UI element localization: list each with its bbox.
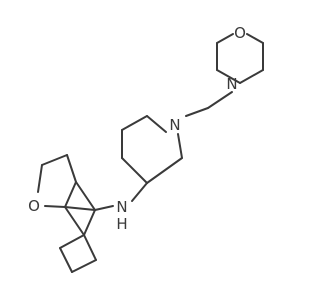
atom-label-n: N	[116, 198, 127, 216]
bond	[239, 69, 264, 84]
atom-label-o: O	[234, 24, 246, 42]
bond	[83, 234, 97, 261]
bond	[83, 209, 96, 236]
bond	[66, 154, 77, 183]
bond	[121, 157, 148, 184]
piperidine-ring	[121, 115, 183, 184]
bond	[246, 33, 264, 44]
bond	[75, 181, 96, 211]
atom-o-morpholine: O	[234, 24, 246, 42]
bond	[185, 107, 209, 117]
bond	[94, 205, 114, 211]
ethyl-linker	[185, 91, 233, 117]
atom-o-ring: O	[28, 197, 40, 215]
bond	[59, 247, 73, 273]
bond	[177, 133, 183, 159]
bond	[71, 259, 97, 273]
atom-n-morpholine: N	[226, 75, 237, 93]
bond	[41, 154, 68, 166]
amine-linkage	[94, 182, 148, 211]
cyclobutane-ring	[59, 234, 97, 273]
bond	[64, 206, 85, 236]
bond	[64, 181, 77, 208]
bond	[146, 157, 183, 184]
bond	[216, 33, 234, 44]
bond	[44, 205, 66, 208]
bond	[216, 69, 241, 84]
bond	[131, 182, 148, 202]
bond	[146, 115, 167, 133]
atom-label-n: N	[226, 75, 237, 93]
atom-nh: N H	[116, 198, 127, 233]
bond	[64, 206, 96, 211]
bond	[37, 164, 43, 193]
bond	[207, 91, 233, 109]
molecule-structure: O N N N H O	[28, 24, 264, 273]
morpholine-ring	[216, 33, 264, 84]
atom-label-o: O	[28, 197, 40, 215]
bicyclic-system	[37, 154, 96, 236]
atom-n-piperidine: N	[169, 116, 180, 134]
atom-label-h: H	[116, 215, 127, 233]
bond	[59, 234, 85, 249]
atom-label-n: N	[169, 116, 180, 134]
bond	[121, 115, 148, 131]
